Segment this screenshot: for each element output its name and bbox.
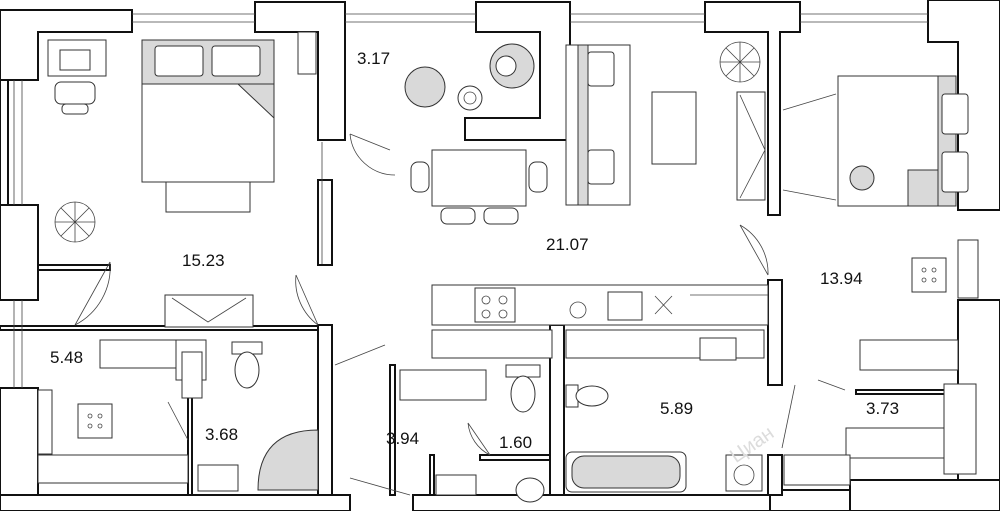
area-hall-2: 3.94 (386, 429, 419, 448)
area-bedroom-1: 15.23 (182, 251, 225, 270)
area-wardrobe: 3.73 (866, 399, 899, 418)
bedroom-2-furniture (782, 75, 979, 299)
balcony-furniture (404, 43, 535, 111)
area-living-kitchen: 21.07 (546, 235, 589, 254)
windows (13, 13, 928, 388)
bathroom-furniture (197, 337, 763, 503)
area-toilet: 1.60 (499, 433, 532, 452)
storage-furniture (37, 339, 977, 486)
area-labels: 15.23 3.17 21.07 13.94 5.48 3.68 3.94 1.… (50, 49, 899, 452)
bedroom-1-furniture (47, 31, 323, 328)
area-balcony-1: 3.17 (357, 49, 390, 68)
doors (74, 133, 846, 496)
area-hall-1: 5.48 (50, 348, 83, 367)
area-bedroom-2: 13.94 (820, 269, 863, 288)
living-furniture (410, 41, 769, 359)
area-bathroom-2: 5.89 (660, 399, 693, 418)
area-bathroom-1: 3.68 (205, 425, 238, 444)
